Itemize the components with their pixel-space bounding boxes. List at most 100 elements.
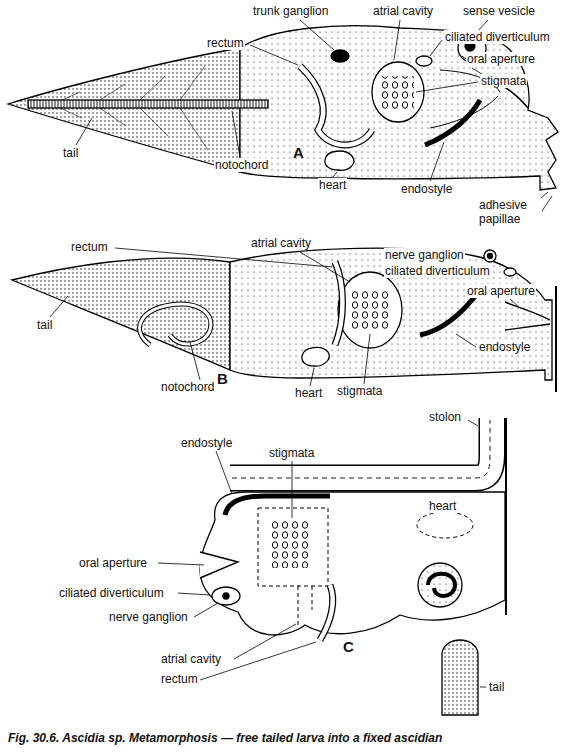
leader-lines-c <box>158 563 204 565</box>
larva-b <box>12 248 556 392</box>
stigmata <box>272 520 310 568</box>
stolon-wall <box>230 418 492 478</box>
part-label: heart <box>294 386 323 400</box>
leader-lines-a <box>76 118 92 145</box>
leader-lines-a <box>394 20 400 60</box>
oral-aperture <box>505 302 550 330</box>
larva-a <box>8 26 558 190</box>
tail-stub <box>442 640 478 715</box>
part-label: stigmata <box>268 446 315 460</box>
rectum-tube <box>335 262 343 345</box>
leader-lines-c <box>158 420 486 687</box>
part-label: atrial cavity <box>250 236 312 250</box>
leader-lines-a <box>333 172 337 177</box>
rectum-tube <box>320 585 333 640</box>
ascidian-c <box>200 418 506 715</box>
leader-lines-b <box>50 296 68 317</box>
part-label: notochord <box>160 380 215 394</box>
trunk-outline <box>240 26 558 190</box>
part-label: tail <box>62 146 79 160</box>
part-label: adhesive papillae <box>478 198 542 226</box>
part-label: heart <box>428 499 457 513</box>
part-label: ciliated diverticulum <box>58 586 165 600</box>
leader-lines-c <box>234 624 296 659</box>
part-label: sense vesicle <box>462 4 536 18</box>
notochord-coil <box>140 304 211 345</box>
leader-lines-c <box>194 603 218 617</box>
stolon-septum <box>232 420 490 478</box>
part-label: endostyle <box>180 436 233 450</box>
part-label: ciliated diverticulum <box>384 264 491 278</box>
tail-cells <box>175 311 197 333</box>
part-label: oral aperture <box>466 52 536 66</box>
heart <box>325 151 354 170</box>
leader-lines-b <box>456 334 476 347</box>
stigmata <box>352 290 390 330</box>
heart <box>417 512 473 538</box>
leader-lines-a <box>430 40 442 56</box>
leader-lines-b <box>364 334 370 384</box>
leader-lines-b <box>510 299 520 308</box>
leader-lines-a <box>300 20 334 50</box>
stigmata <box>382 76 414 110</box>
part-label: tail <box>36 318 53 332</box>
part-label: notochord <box>214 158 269 172</box>
part-label: rectum <box>70 240 109 254</box>
part-label: atrial cavity <box>160 652 222 666</box>
nerve-ganglion <box>223 593 229 599</box>
part-label: atrial cavity <box>372 4 434 18</box>
part-label: nerve ganglion <box>384 248 465 262</box>
leader-lines-b <box>50 248 520 386</box>
heart <box>302 347 329 366</box>
leader-lines-b <box>115 248 332 267</box>
tail-outline <box>12 258 230 370</box>
panel-letter: A <box>292 144 305 161</box>
part-label: trunk ganglion <box>252 4 329 18</box>
rectum-lumen <box>335 262 343 345</box>
part-label: stolon <box>428 410 462 424</box>
rectum-lumen <box>320 585 333 640</box>
trunk-outline <box>230 248 552 380</box>
part-label: endostyle <box>400 182 453 196</box>
leader-lines-a <box>76 20 552 214</box>
notochord-coil-lumen <box>140 304 211 345</box>
part-label: endostyle <box>478 340 531 354</box>
rectum-lumen <box>300 66 372 145</box>
leader-lines-c <box>480 687 486 688</box>
nerve-ganglion-core <box>488 254 493 259</box>
leader-lines-a <box>250 45 298 65</box>
leader-lines-c <box>292 461 293 518</box>
leader-lines-a <box>232 111 240 157</box>
pharynx <box>258 508 328 586</box>
part-label: stigmata <box>480 74 527 88</box>
substratum <box>555 286 557 392</box>
part-label: rectum <box>160 672 199 686</box>
ciliated-diverticulum <box>504 268 516 276</box>
part-label: ciliated diverticulum <box>444 30 551 44</box>
part-label: oral aperture <box>78 556 148 570</box>
part-label: stigmata <box>336 384 383 398</box>
part-label: tail <box>488 680 505 694</box>
leader-lines-c <box>178 593 210 595</box>
nerve-ganglion <box>484 250 496 262</box>
part-label: oral aperture <box>466 284 536 298</box>
gut-coil <box>418 563 462 607</box>
ciliated-diverticulum <box>416 56 432 66</box>
panel-letter: C <box>342 638 355 655</box>
figure-caption: Fig. 30.6. Ascidia sp. Metamorphosis — f… <box>8 731 442 745</box>
leader-lines-c <box>216 451 232 494</box>
part-label: rectum <box>206 36 245 50</box>
tail-outline <box>8 48 240 172</box>
panel-letter: B <box>216 370 229 387</box>
rectum-tube <box>300 66 372 145</box>
trunk-ganglion <box>331 50 349 62</box>
oral-aperture <box>200 552 238 578</box>
atrial-cavity <box>298 586 312 628</box>
part-label: nerve ganglion <box>108 610 189 624</box>
leader-lines-b <box>310 368 314 386</box>
part-label: heart <box>318 178 347 192</box>
leader-lines-c <box>468 420 478 426</box>
stolon-lumen <box>230 418 492 478</box>
